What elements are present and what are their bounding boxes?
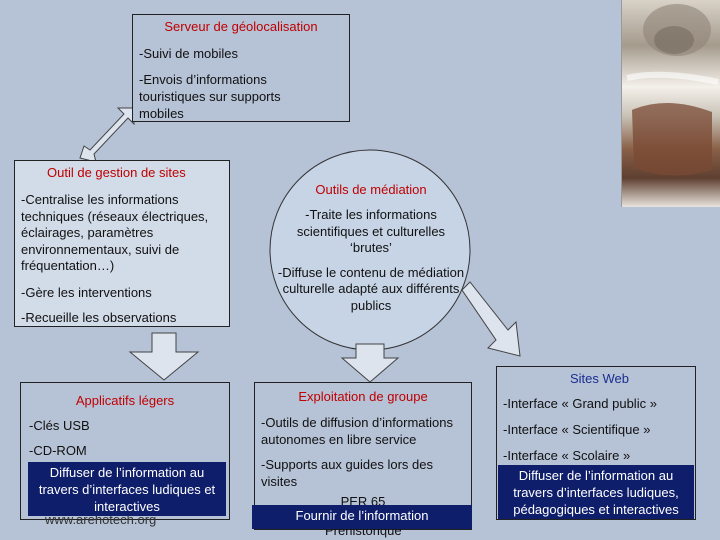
applicatifs-title: Applicatifs légers <box>75 393 175 408</box>
server-box: Serveur de géolocalisation -Suivi de mob… <box>132 14 350 122</box>
web-line-1: -Interface « Grand public » <box>503 396 657 411</box>
groupe-title: Exploitation de groupe <box>298 389 428 404</box>
down-arrow-gestion-applicatifs <box>128 332 200 381</box>
cave-photo <box>621 0 720 207</box>
mediation-line-1: -Traite les informations scientifiques e… <box>296 207 446 255</box>
mediation-title: Outils de médiation <box>315 182 427 197</box>
applicatifs-line-1: -Clés USB <box>29 418 90 433</box>
cave-photo-art <box>626 4 719 176</box>
gestion-box: Outil de gestion de sites -Centralise le… <box>14 160 230 327</box>
applicatifs-footer: Diffuser de l’information au travers d’i… <box>38 465 216 514</box>
applicatifs-line-2: -CD-ROM <box>29 443 87 458</box>
gestion-line-2: -Gère les interventions <box>21 284 152 300</box>
web-line-2: -Interface « Scientifique » <box>503 422 651 437</box>
web-footer: Diffuser de l’information au travers d’i… <box>513 468 679 517</box>
mediation-box: Outils de médiation -Traite les informat… <box>276 182 466 314</box>
web-line-3: -Interface « Scolaire » <box>503 448 631 463</box>
server-line-1: -Suivi de mobiles <box>139 46 238 61</box>
web-banner: Diffuser de l’information au travers d’i… <box>498 465 694 519</box>
server-title: Serveur de géolocalisation <box>164 19 318 34</box>
gestion-line-1: -Centralise les informations techniques … <box>21 192 209 273</box>
down-arrow-mediation-groupe <box>340 343 400 383</box>
double-arrow-server-gestion <box>79 107 135 163</box>
gestion-line-3: -Recueille les observations <box>21 309 177 325</box>
groupe-banner: Fournir de l’information <box>252 505 472 529</box>
diagonal-arrow-mediation-web <box>461 281 521 357</box>
groupe-footer: Fournir de l’information <box>295 508 429 523</box>
gestion-title: Outil de gestion de sites <box>47 165 186 180</box>
server-line-2: -Envois d’informations touristiques sur … <box>139 72 281 121</box>
mediation-line-2: -Diffuse le contenu de médiation culture… <box>277 264 465 313</box>
web-title: Sites Web <box>569 371 629 386</box>
applicatifs-banner: Diffuser de l’information au travers d’i… <box>28 462 226 516</box>
groupe-line-2: -Supports aux guides lors des visites <box>261 457 433 489</box>
groupe-line-1: -Outils de diffusion d’informations auto… <box>261 415 453 447</box>
